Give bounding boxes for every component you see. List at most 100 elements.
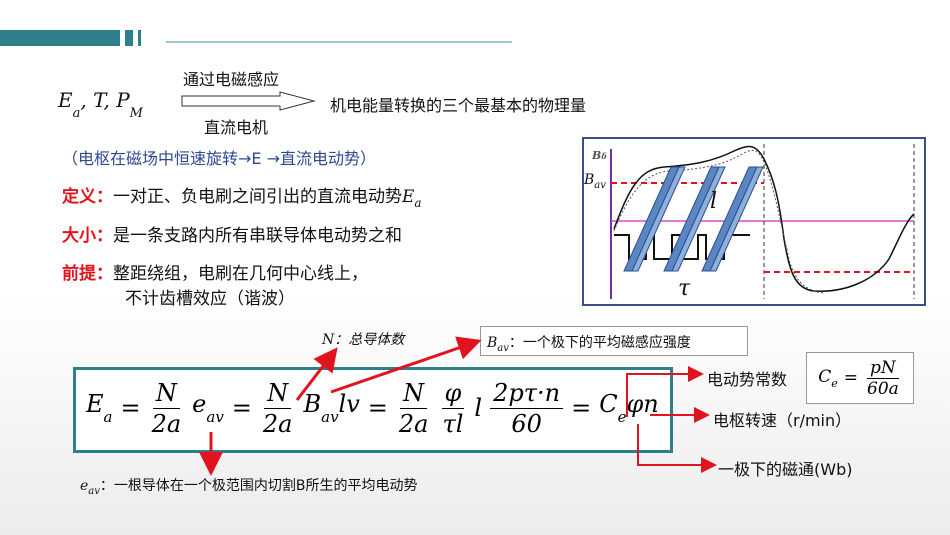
formula-equals: = (120, 394, 141, 422)
eav-ann-sub: av (88, 486, 100, 497)
b-delta-curve (613, 145, 915, 292)
magnitude-label: 大小： (62, 226, 113, 246)
b-delta-label: Bδ (592, 149, 607, 162)
bav-axis-label: Bav (584, 172, 606, 191)
ce-numerator: pN (867, 358, 899, 379)
formula-bav-sub: av (321, 408, 339, 426)
arrow-bottom-label: 直流电机 (204, 118, 269, 137)
intro-symbols: Ea, T, PM (58, 88, 143, 121)
header-bar (0, 30, 120, 46)
formula-eav: eav (192, 390, 224, 426)
intro-description: 机电能量转换的三个最基本的物理量 (330, 96, 587, 115)
fraction-denominator: 2a (151, 409, 182, 438)
bav-ann-sub: av (497, 343, 509, 354)
ce-sub: e (831, 376, 838, 390)
b-delta-symbol: B (592, 149, 602, 162)
definition-symbol: E (402, 187, 415, 207)
flux-label: 一极下的磁通(Wb) (718, 460, 853, 479)
formula-ea-symbol: E (86, 390, 104, 418)
n-annotation-text: N：总导体数 (322, 332, 405, 348)
hollow-arrow (181, 91, 316, 111)
fraction-denominator: 2a (398, 409, 429, 438)
formula-ea: Ea (86, 390, 112, 426)
n-annotation: N：总导体数 (322, 329, 404, 349)
fraction-denominator: 60 (511, 409, 542, 438)
eav-ann-symbol: e (80, 478, 89, 494)
bav-symbol: B (584, 172, 595, 188)
eav-ann-text: ：一根导体在一个极范围内切割B所生的平均电动势 (99, 478, 418, 494)
formula-equals: = (231, 394, 252, 422)
formula-eav-sub: av (206, 408, 224, 426)
formula-bav-symbol: B (303, 390, 322, 418)
tau-label: τ (678, 276, 691, 301)
magnitude-text: 是一条支路内所有串联导体电动势之和 (113, 226, 402, 246)
note-text: （电枢在磁场中恒速旋转→E →直流电动势） (62, 149, 377, 168)
bav-sub: av (594, 180, 606, 191)
conductor (671, 166, 726, 272)
header-rule (166, 41, 512, 43)
premise-text-2: 不计齿槽效应（谐波） (125, 289, 295, 309)
premise-label: 前提： (62, 264, 113, 284)
fraction-denominator: τl (442, 409, 464, 438)
arrow-to-bav (330, 336, 482, 394)
bav-ann-text: ：一个极下的平均磁感应强度 (508, 335, 691, 351)
fraction-numerator: N (264, 378, 292, 409)
flux-waveform (610, 144, 915, 299)
speed-label: 电枢转速（r/min） (713, 411, 852, 430)
flux-density-figure: Bδ Bav l τ (582, 137, 926, 306)
formula-l: l (474, 394, 483, 422)
symbol-e: E (58, 88, 73, 112)
arrow-to-emf-const (626, 366, 704, 417)
fraction-numerator: 2pτ·n (490, 378, 564, 409)
b-delta-sub: δ (601, 151, 607, 161)
fraction-numerator: N (152, 378, 180, 409)
fraction-numerator: φ (441, 378, 465, 409)
fraction-numerator: N (400, 378, 428, 409)
formula-equals: = (367, 394, 388, 422)
bav-ann-symbol: B (487, 335, 498, 351)
eav-annotation: eav：一根导体在一个极范围内切割B所生的平均电动势 (80, 475, 418, 497)
ce-denominator: 60a (867, 378, 899, 399)
formula-phi-n: φn (626, 390, 659, 418)
symbol-rest: , T, P (80, 88, 130, 112)
formula-equals: = (571, 394, 592, 422)
arrow-to-n (295, 347, 338, 401)
bav-annotation: Bav：一个极下的平均磁感应强度 (480, 326, 748, 356)
arrow-top-label: 通过电磁感应 (183, 70, 280, 89)
formula-bav: Bavlv (303, 390, 359, 426)
premise-line: 前提：整距绕组，电刷在几何中心线上， (62, 259, 368, 284)
ce-letter: C (818, 366, 832, 387)
formula-ea-sub: a (103, 408, 113, 426)
formula-ce-sub: e (617, 408, 627, 426)
length-label: l (710, 189, 718, 214)
ce-symbol: Ce (818, 367, 838, 390)
formula-ce-symbol: C (599, 390, 618, 418)
emf-formula-box (73, 367, 673, 453)
ce-equals: = (843, 368, 858, 388)
formula-lv: lv (338, 390, 360, 418)
definition-line: 定义：一对正、负电刷之间引出的直流电动势Ea (62, 182, 422, 210)
formula-eav-symbol: e (192, 390, 207, 418)
magnitude-line: 大小：是一条支路内所有串联导体电动势之和 (62, 221, 402, 246)
definition-text: 一对正、负电刷之间引出的直流电动势 (113, 187, 402, 207)
symbol-sub: a (72, 106, 81, 121)
fundamental-curve (613, 149, 825, 294)
premise-text-1: 整距绕组，电刷在几何中心线上， (113, 264, 368, 284)
header-bar-segment (138, 30, 141, 46)
fraction-denominator: 2a (262, 409, 293, 438)
formula-ce: Ceφn (599, 390, 659, 426)
definition-label: 定义： (62, 187, 113, 207)
symbol-sub: M (129, 106, 143, 121)
conductor (631, 166, 686, 272)
definition-symbol-sub: a (414, 196, 422, 210)
conductor-group (623, 166, 764, 272)
header-bar-segment (125, 30, 133, 46)
conductor (709, 166, 764, 272)
